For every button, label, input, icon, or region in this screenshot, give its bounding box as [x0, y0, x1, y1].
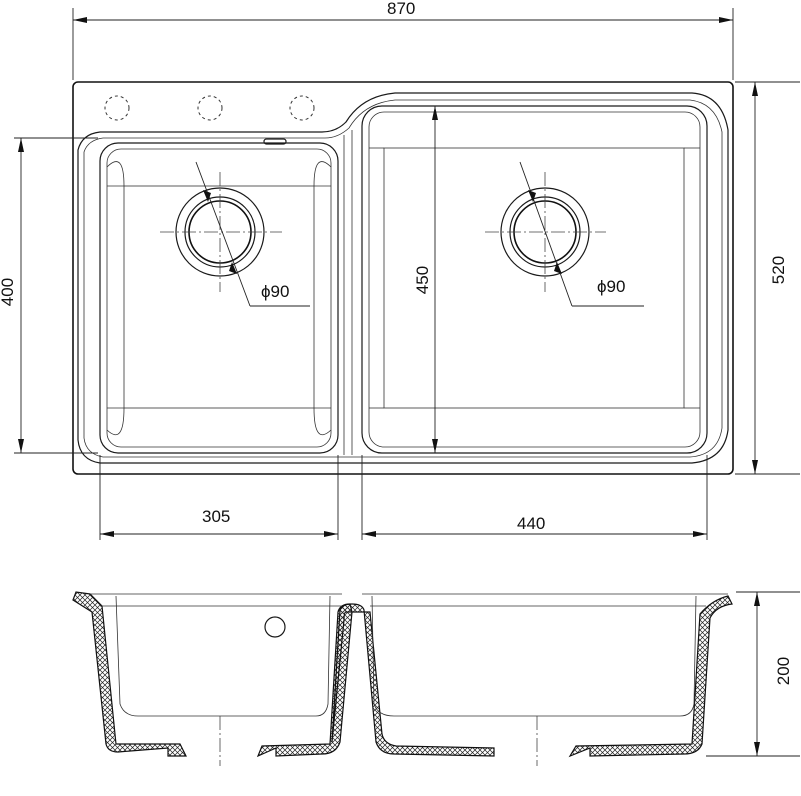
left-bowl-width-label: 305: [202, 507, 230, 526]
bowl-rim-outer: [77, 92, 729, 464]
tap-hole-3: [289, 95, 315, 121]
overflow-slot: [263, 138, 287, 145]
left-bowl-width-dimension: [99, 455, 339, 540]
bowl-rim-inner: [83, 99, 723, 458]
center-divider-section: [331, 603, 495, 757]
drain-diameter-right-label: ϕ90: [597, 277, 625, 296]
tap-hole-1: [104, 95, 130, 121]
left-bowl-length-dimension: [14, 137, 98, 454]
right-bowl-floor-section: [568, 595, 733, 758]
overall-depth-dimension: [735, 81, 800, 475]
tap-hole-2: [197, 95, 223, 121]
right-bowl-inner-profile: [371, 595, 697, 717]
left-bowl: [99, 142, 339, 454]
overall-width-dimension: [72, 8, 734, 80]
section-view: 200: [72, 591, 800, 766]
right-bowl-length-dimension: [432, 106, 438, 453]
left-drain-diameter-leader: [195, 161, 310, 307]
sink-outline: [72, 81, 734, 475]
right-bowl: [361, 105, 708, 454]
left-bowl-length-label: 400: [0, 278, 17, 306]
bowl-depth-label: 200: [774, 657, 793, 685]
right-bowl-width-label: 440: [517, 514, 545, 533]
right-drain-diameter-leader: [519, 161, 644, 307]
left-bowl-wall-section: [72, 591, 187, 757]
overall-width-label: 870: [387, 0, 415, 18]
drain-diameter-left-label: ϕ90: [261, 282, 289, 301]
right-bowl-length-label: 450: [413, 266, 432, 294]
bowl-depth-dimension: [706, 591, 800, 757]
right-bowl-width-dimension: [361, 455, 708, 540]
left-drain: [160, 172, 282, 292]
overall-depth-label: 520: [769, 256, 788, 284]
overflow-hole: [264, 616, 286, 638]
top-view: ϕ90 ϕ90 870 520: [0, 0, 800, 540]
left-bowl-inner-profile: [115, 595, 331, 717]
right-drain: [485, 172, 606, 292]
